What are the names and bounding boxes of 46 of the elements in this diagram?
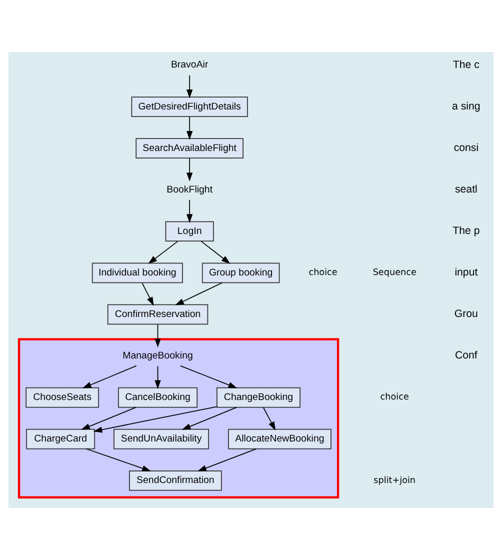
node-box: ChooseSeats — [26, 386, 99, 408]
node-box: GetDesiredFlightDetails — [131, 96, 248, 116]
arrow — [154, 365, 161, 389]
node-box: SendConfirmation — [129, 470, 222, 490]
label: input — [454, 266, 478, 278]
node-text: ManageBooking — [122, 350, 193, 361]
arrow — [198, 448, 257, 471]
arrow — [81, 406, 136, 430]
node-box: LogIn — [165, 220, 214, 242]
arrow — [263, 406, 276, 430]
node-box: ChangeBooking — [216, 386, 300, 408]
label: The c — [452, 58, 480, 70]
label: a sing — [452, 100, 480, 112]
arrow — [180, 364, 238, 388]
arrow — [82, 364, 137, 388]
label: seatl — [454, 183, 478, 196]
node-box: CancelBooking — [118, 386, 198, 408]
arrow — [186, 116, 193, 140]
arrow — [182, 406, 238, 430]
node-box: Individual booking — [92, 262, 183, 283]
node-text: BravoAir — [170, 59, 208, 70]
arrow — [93, 406, 218, 432]
label: consi — [454, 142, 479, 154]
label: choice — [308, 268, 338, 278]
arrow — [175, 282, 222, 305]
label: split+join — [374, 475, 416, 486]
node-box: AllocateNewBooking — [228, 428, 332, 449]
label: Grou — [454, 308, 478, 320]
arrow — [154, 324, 161, 348]
label: The p — [452, 224, 480, 237]
label: choice — [380, 392, 409, 402]
arrow — [148, 240, 178, 264]
node-box: Group booking — [202, 262, 280, 283]
arrow — [186, 158, 193, 181]
node-box: ConfirmReservation — [107, 304, 208, 324]
node-box: SearchAvailableFlight — [136, 138, 244, 158]
node-box: SendUnAvailability — [114, 428, 210, 449]
node-text: BookFlight — [166, 184, 213, 195]
node-box: ChargeCard — [26, 428, 96, 449]
arrow — [186, 199, 193, 222]
arrow — [86, 448, 152, 471]
arrow — [142, 282, 154, 306]
arrow — [200, 240, 230, 264]
label: Conf — [454, 349, 478, 362]
arrow — [186, 74, 193, 98]
label: Sequence — [372, 268, 416, 278]
